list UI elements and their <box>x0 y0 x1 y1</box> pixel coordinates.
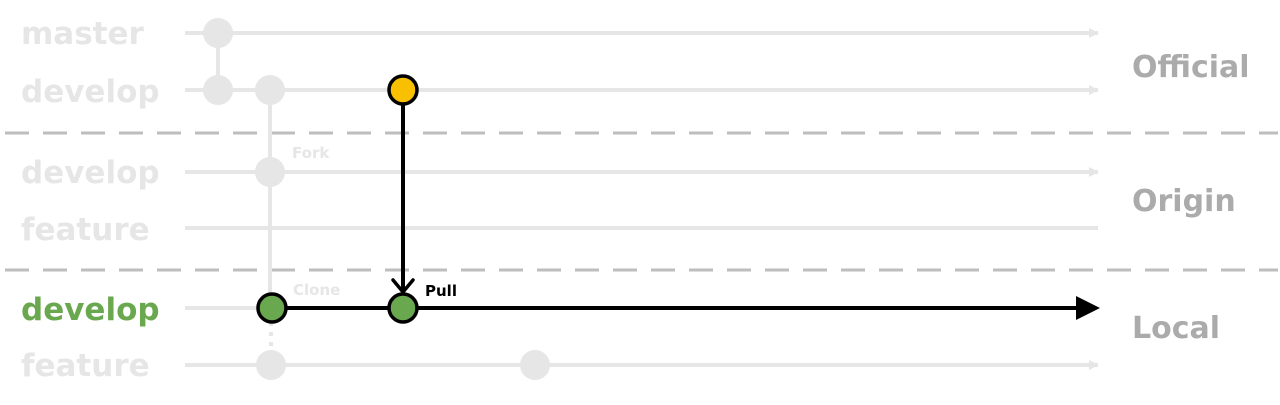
group-label-origin: Origin <box>1132 184 1236 219</box>
branch-label-local-develop: develop <box>21 292 160 328</box>
commit-official-develop-2 <box>255 75 285 105</box>
commit-origin-develop <box>255 157 285 187</box>
commit-local-develop-clone <box>256 292 288 324</box>
branch-label-official-develop: develop <box>21 74 160 110</box>
pull-arrowhead <box>391 278 415 294</box>
branch-label-local-feature: feature <box>21 348 150 384</box>
branch-label-origin-develop: develop <box>21 155 160 191</box>
commit-official-develop-new <box>387 74 419 106</box>
commit-official-develop-1 <box>203 75 233 105</box>
annotation-clone: Clone <box>293 281 340 299</box>
group-label-official: Official <box>1132 50 1250 85</box>
commit-local-feature-2 <box>520 350 550 380</box>
commit-local-develop-pull <box>387 292 419 324</box>
annotation-pull: Pull <box>425 282 457 300</box>
commit-local-feature-1 <box>256 350 286 380</box>
branch-label-origin-feature: feature <box>21 212 150 248</box>
group-label-local: Local <box>1132 311 1220 346</box>
local-develop-arrowhead <box>1076 296 1100 320</box>
annotation-fork: Fork <box>292 144 330 162</box>
commit-official-master <box>203 18 233 48</box>
branch-label-official-master: master <box>21 16 145 52</box>
